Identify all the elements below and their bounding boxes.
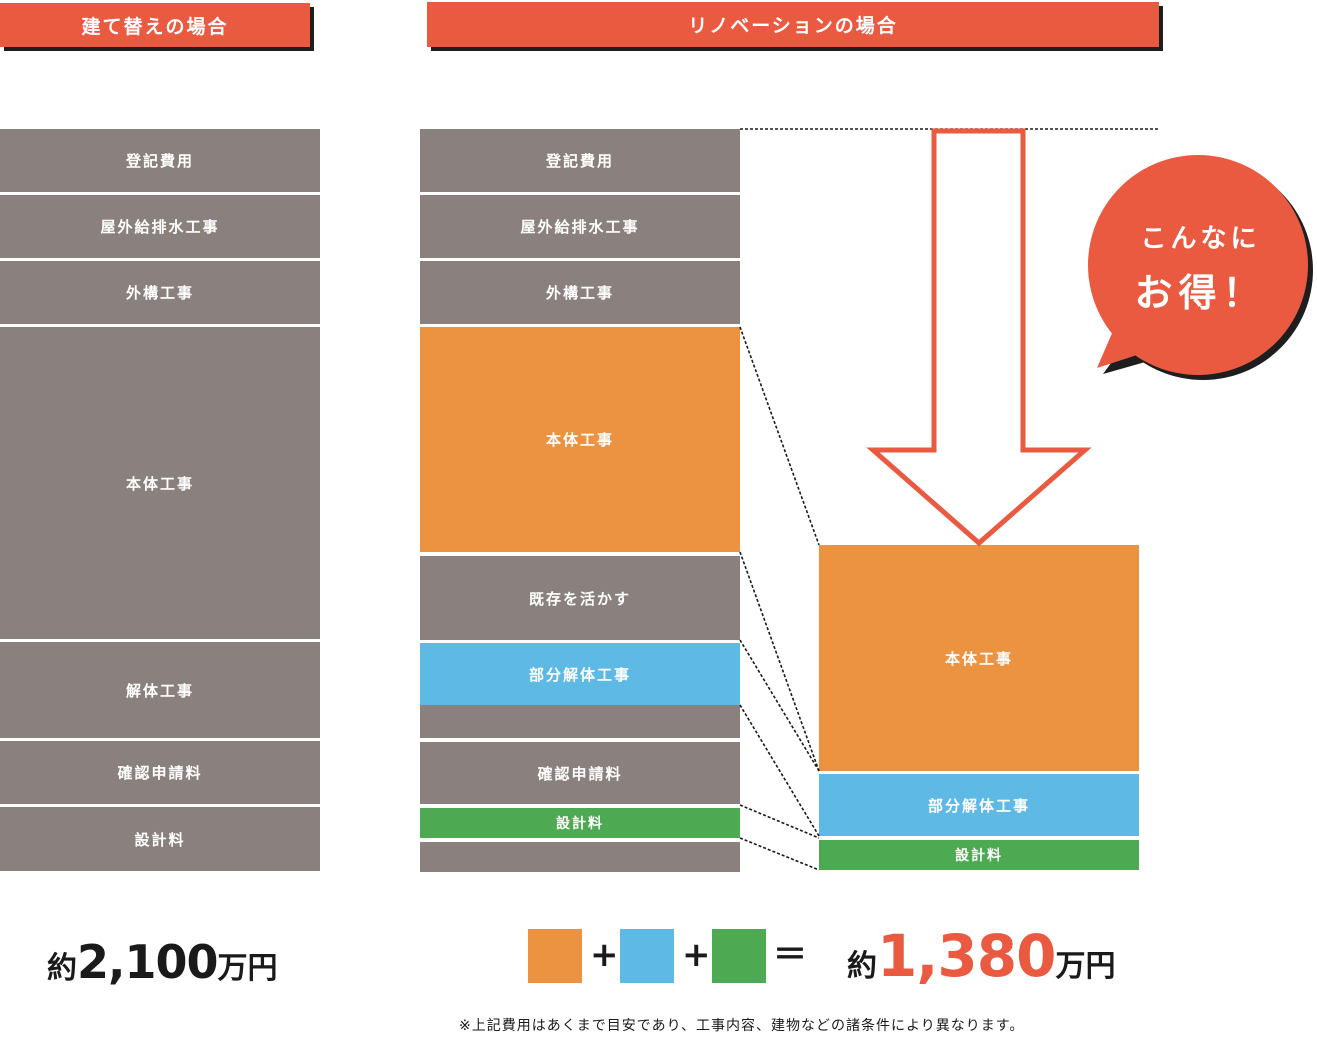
block-label: 本体工事 bbox=[545, 431, 614, 449]
rebuild-block-permit-fee: 確認申請料 bbox=[0, 741, 320, 804]
reno-block-outdoor-plumbing: 屋外給排水工事 bbox=[420, 195, 740, 258]
block-label: 登記費用 bbox=[545, 152, 614, 170]
rebuild-total: 約 2,100 万円 bbox=[47, 935, 278, 989]
reno-block-partial-demolition: 部分解体工事 bbox=[420, 643, 740, 705]
green-square-icon bbox=[712, 929, 766, 983]
blue-square-icon bbox=[620, 929, 674, 983]
rebuild-block-design-fee: 設計料 bbox=[0, 807, 320, 871]
reno-block-exterior: 外構工事 bbox=[420, 261, 740, 324]
rebuild-header-label: 建て替えの場合 bbox=[81, 15, 229, 38]
block-label: 屋外給排水工事 bbox=[100, 218, 220, 236]
total-prefix: 約 bbox=[47, 951, 77, 986]
result-block-partial-demolition: 部分解体工事 bbox=[819, 774, 1139, 836]
renovation-header-label: リノベーションの場合 bbox=[688, 15, 898, 37]
block-label: 解体工事 bbox=[125, 681, 194, 700]
bubble-line1: こんなに bbox=[1140, 224, 1261, 254]
rebuild-block-registration: 登記費用 bbox=[0, 129, 320, 192]
down-arrow-icon bbox=[866, 128, 1092, 547]
bubble-line2: お得！ bbox=[1134, 271, 1267, 315]
rebuild-block-demolition: 解体工事 bbox=[0, 642, 320, 738]
block-label: 外構工事 bbox=[545, 284, 614, 302]
block-label: 確認申請料 bbox=[117, 764, 203, 782]
block-label: 外構工事 bbox=[125, 284, 194, 302]
total-amount: 2,100 bbox=[77, 935, 219, 989]
block-label: 既存を活かす bbox=[528, 589, 631, 608]
block-label: 部分解体工事 bbox=[927, 796, 1030, 815]
reno-block-design-remainder bbox=[420, 842, 740, 872]
reno-block-registration: 登記費用 bbox=[420, 129, 740, 192]
block-label: 登記費用 bbox=[125, 152, 194, 170]
renovation-total: 約 1,380 万円 bbox=[847, 922, 1115, 990]
block-label: 本体工事 bbox=[944, 649, 1013, 668]
rebuild-block-main-construction: 本体工事 bbox=[0, 327, 320, 639]
disclaimer-note: ※上記費用はあくまで目安であり、工事内容、建物などの諸条件により異なります。 bbox=[459, 1018, 1025, 1034]
reno-block-design-fee: 設計料 bbox=[420, 808, 740, 838]
total-prefix: 約 bbox=[847, 949, 877, 984]
rebuild-block-exterior: 外構工事 bbox=[0, 261, 320, 324]
result-block-main-construction: 本体工事 bbox=[819, 545, 1139, 771]
reno-block-reuse-existing: 既存を活かす bbox=[420, 556, 740, 640]
rebuild-header: 建て替えの場合 bbox=[0, 3, 310, 47]
plus-sign: + bbox=[682, 935, 711, 975]
total-unit: 万円 bbox=[217, 951, 278, 986]
block-label: 部分解体工事 bbox=[528, 665, 631, 684]
result-block-design-fee: 設計料 bbox=[819, 840, 1139, 870]
block-label: 屋外給排水工事 bbox=[520, 218, 640, 236]
rebuild-block-outdoor-plumbing: 屋外給排水工事 bbox=[0, 195, 320, 258]
block-label: 設計料 bbox=[955, 848, 1003, 864]
reno-block-main-construction: 本体工事 bbox=[420, 327, 740, 552]
renovation-header: リノベーションの場合 bbox=[427, 2, 1159, 47]
total-unit: 万円 bbox=[1055, 949, 1116, 984]
block-label: 設計料 bbox=[556, 816, 604, 832]
total-amount: 1,380 bbox=[877, 922, 1056, 990]
block-label: 本体工事 bbox=[125, 474, 194, 493]
block-label: 確認申請料 bbox=[537, 764, 623, 783]
equals-sign: ＝ bbox=[773, 935, 807, 975]
block-label: 設計料 bbox=[134, 830, 186, 849]
plus-sign: + bbox=[590, 935, 619, 975]
reno-block-demolition-remainder bbox=[420, 705, 740, 738]
orange-square-icon bbox=[528, 929, 582, 983]
reno-block-permit-fee: 確認申請料 bbox=[420, 742, 740, 804]
